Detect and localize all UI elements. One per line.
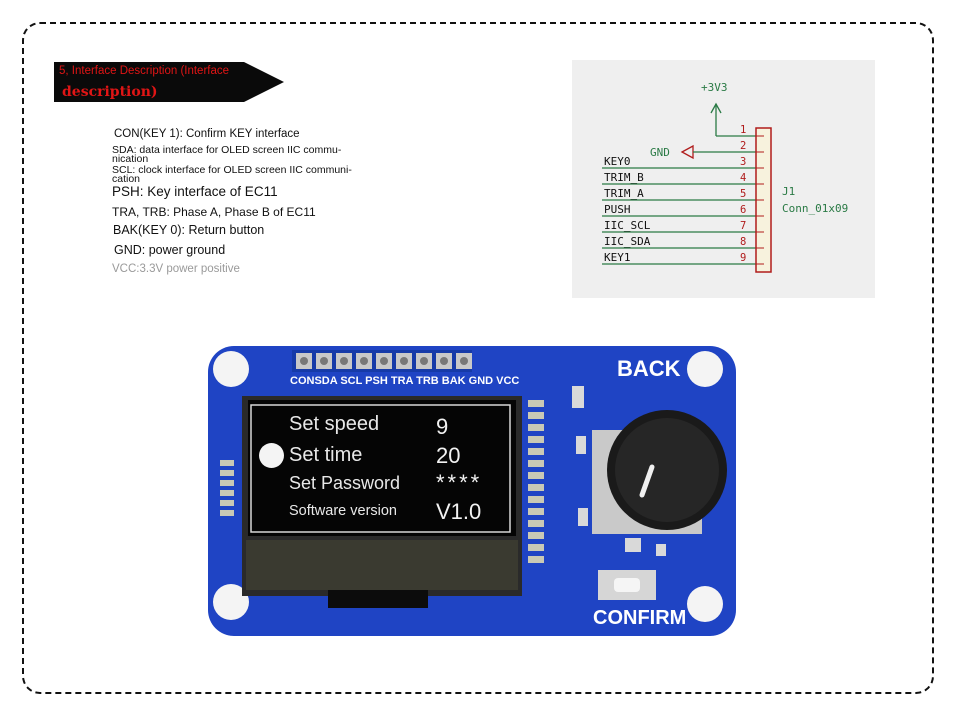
net-label-push: PUSH — [604, 203, 631, 216]
pin-header — [292, 350, 472, 372]
schematic-drawing: +3V3 GND KEY0 TRIM_B TRIM_A PUSH IIC_SCL… — [602, 81, 848, 273]
pin-number-6: 6 — [740, 204, 746, 216]
pin-number-9: 9 — [740, 252, 746, 264]
net-label-iic-scl: IIC_SCL — [604, 219, 651, 232]
pin-number-7: 7 — [740, 220, 746, 232]
menu-value-software-version: V1.0 — [436, 499, 482, 524]
desc-vcc: VCC:3.3V power positive — [112, 263, 240, 275]
oled-menu-border — [250, 404, 511, 533]
menu-item-software-version[interactable]: Software version — [289, 503, 397, 519]
section-banner: 5, Interface Description (Interface desc… — [54, 62, 284, 102]
desc-bak: BAK(KEY 0): Return button — [113, 223, 265, 237]
menu-selection-dot-icon — [259, 443, 284, 468]
desc-scl-2: cation — [112, 173, 141, 185]
banner-title-line2: description) — [62, 84, 158, 100]
mount-hole-icon — [213, 584, 249, 620]
mount-hole-icon — [213, 351, 249, 387]
gnd-label: GND — [650, 146, 670, 159]
desc-gnd: GND: power ground — [114, 243, 226, 257]
menu-item-set-speed[interactable]: Set speed — [289, 413, 380, 435]
net-label-trim-a: TRIM_A — [604, 187, 644, 200]
desc-sda-2: nication — [112, 153, 149, 165]
connector-value: Conn_01x09 — [782, 202, 848, 215]
pin-number-2: 2 — [740, 140, 746, 152]
banner-arrow-shape — [54, 62, 284, 102]
flex-cable — [328, 590, 428, 608]
menu-value-set-password: **** — [436, 470, 483, 495]
pin-number-4: 4 — [740, 172, 746, 184]
confirm-label: CONFIRM — [593, 607, 686, 629]
desc-psh: PSH: Key interface of EC11 — [112, 184, 278, 199]
net-label-trim-b: TRIM_B — [604, 171, 644, 184]
banner-title-line1: 5, Interface Description (Interface — [59, 65, 230, 77]
board-drawing: CONSDA SCL PSH TRA TRB BAK GND VCC BACK — [208, 346, 736, 636]
module-board: CONSDA SCL PSH TRA TRB BAK GND VCC BACK — [200, 340, 745, 640]
desc-scl-1: SCL: clock interface for OLED screen IIC… — [112, 164, 352, 176]
menu-item-set-password[interactable]: Set Password — [289, 473, 401, 493]
knob-indicator-icon — [639, 464, 655, 498]
oled-menu: Set speed 9 Set time 20 Set Password ***… — [250, 406, 508, 531]
pin-number-5: 5 — [740, 188, 746, 200]
connector-schematic: +3V3 GND KEY0 TRIM_B TRIM_A PUSH IIC_SCL… — [572, 60, 875, 298]
pin-number-8: 8 — [740, 236, 746, 248]
pin-number-3: 3 — [740, 156, 746, 168]
header-pin-labels: CONSDA SCL PSH TRA TRB BAK GND VCC — [290, 375, 519, 387]
desc-con: CON(KEY 1): Confirm KEY interface — [114, 128, 300, 140]
back-label: BACK — [617, 356, 681, 381]
menu-item-set-time[interactable]: Set time — [289, 444, 363, 466]
oled-screen — [248, 400, 516, 536]
connector-ref: J1 — [782, 185, 795, 198]
mount-hole-icon — [687, 586, 723, 622]
mount-hole-icon — [687, 351, 723, 387]
ground-symbol-icon — [680, 144, 694, 160]
desc-tra: TRA, TRB: Phase A, Phase B of EC11 — [112, 205, 316, 219]
dashed-frame — [22, 22, 934, 694]
net-label-key0: KEY0 — [604, 155, 631, 168]
pin-number-1: 1 — [740, 124, 746, 136]
net-label-key1: KEY1 — [604, 251, 631, 264]
net-label-iic-sda: IIC_SDA — [604, 235, 651, 248]
menu-value-set-speed: 9 — [436, 414, 449, 439]
power-label: +3V3 — [701, 81, 728, 94]
desc-sda-1: SDA: data interface for OLED screen IIC … — [112, 144, 342, 156]
menu-value-set-time: 20 — [436, 443, 461, 468]
